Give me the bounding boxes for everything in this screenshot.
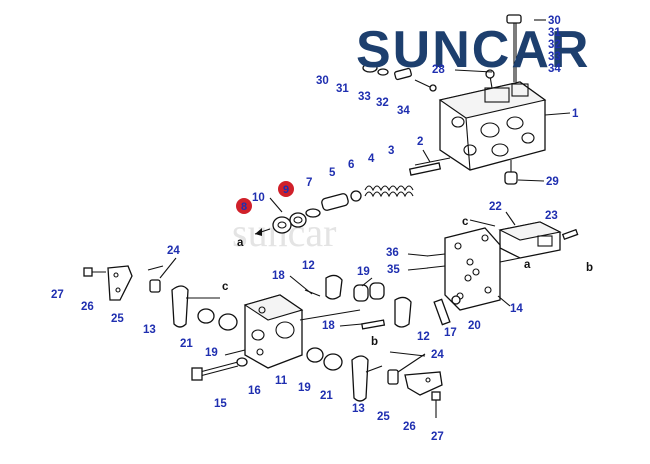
callout-12-lower: 12 bbox=[417, 331, 430, 343]
callout-26-lower: 26 bbox=[403, 421, 416, 433]
callout-26-left: 26 bbox=[81, 301, 94, 313]
callout-30: 30 bbox=[316, 75, 329, 87]
callout-6: 6 bbox=[348, 159, 354, 171]
callout-27-lower: 27 bbox=[431, 431, 444, 443]
callout-7: 7 bbox=[306, 177, 312, 189]
callout-30-top: 30 bbox=[548, 15, 561, 27]
valve-body bbox=[438, 69, 547, 171]
callout-1: 1 bbox=[572, 108, 579, 120]
callout-12-upper: 12 bbox=[302, 260, 315, 272]
callout-33: 33 bbox=[358, 91, 371, 103]
callout-9-badge bbox=[278, 181, 294, 197]
leader-lines bbox=[159, 19, 571, 373]
solenoid-valve-22 bbox=[469, 219, 579, 259]
callout-22: 22 bbox=[489, 201, 502, 213]
callout-9: 9 bbox=[283, 184, 289, 196]
callout-21-left: 21 bbox=[180, 338, 193, 350]
callout-24-lower: 24 bbox=[431, 349, 444, 361]
callout-15: 15 bbox=[214, 398, 227, 410]
callout-18-upper: 18 bbox=[272, 270, 285, 282]
callout-10: 10 bbox=[252, 192, 265, 204]
callout-21-lower: 21 bbox=[320, 390, 333, 402]
callout-13-lower: 13 bbox=[352, 403, 365, 415]
callout-3: 3 bbox=[388, 145, 394, 157]
callout-19-upper: 19 bbox=[357, 266, 370, 278]
callout-18-lower: 18 bbox=[322, 320, 335, 332]
callout-5: 5 bbox=[329, 167, 336, 179]
lever-parts-12-19 bbox=[299, 274, 412, 330]
callout-27-left: 27 bbox=[51, 289, 64, 301]
callout-16: 16 bbox=[248, 385, 261, 397]
lever-assembly-right bbox=[306, 347, 443, 418]
bolt-15 bbox=[191, 357, 248, 381]
callout-34: 34 bbox=[397, 105, 410, 117]
callout-33-top: 33 bbox=[548, 51, 561, 63]
callout-11: 11 bbox=[275, 375, 288, 387]
callout-labels: 30 31 32 33 34 30 31 33 32 34 28 1 2 3 4… bbox=[51, 15, 579, 443]
callout-13-left: 13 bbox=[143, 324, 156, 336]
letter-markers: a c c a b b bbox=[222, 216, 593, 348]
callout-31: 31 bbox=[336, 83, 349, 95]
callout-4: 4 bbox=[368, 153, 375, 165]
callout-31-top: 31 bbox=[548, 27, 561, 39]
letter-a-spool: a bbox=[237, 237, 244, 249]
callout-28: 28 bbox=[432, 64, 445, 76]
letter-b-lower: b bbox=[371, 336, 378, 348]
callout-20: 20 bbox=[468, 320, 481, 332]
callout-19-lower: 19 bbox=[298, 382, 311, 394]
callout-17: 17 bbox=[444, 327, 457, 339]
callout-2: 2 bbox=[417, 136, 423, 148]
cover-plate-14 bbox=[426, 227, 521, 311]
top-cap-stack bbox=[506, 14, 522, 82]
callout-32-top: 32 bbox=[548, 39, 561, 51]
highlighted-callouts: 8 9 bbox=[236, 181, 294, 214]
bolt-17 bbox=[433, 295, 461, 326]
letter-c-left: c bbox=[222, 281, 229, 293]
callout-29: 29 bbox=[546, 176, 559, 188]
brand-logo-text: SUNCAR bbox=[356, 21, 590, 79]
callout-8-badge bbox=[236, 198, 252, 214]
callout-25-lower: 25 bbox=[377, 411, 390, 423]
callout-14: 14 bbox=[510, 303, 523, 315]
callout-36: 36 bbox=[386, 247, 399, 259]
letter-a-plate: a bbox=[524, 259, 531, 271]
letter-b-solenoid: b bbox=[586, 262, 593, 274]
letter-c-upper: c bbox=[462, 216, 469, 228]
lever-assembly-left bbox=[83, 265, 238, 331]
callout-19-left: 19 bbox=[205, 347, 218, 359]
callout-25-left: 25 bbox=[111, 313, 124, 325]
callout-35: 35 bbox=[387, 264, 400, 276]
callout-8: 8 bbox=[241, 201, 247, 213]
lever-housing-11 bbox=[224, 294, 304, 369]
callout-24-left: 24 bbox=[167, 245, 180, 257]
small-parts-30-34 bbox=[362, 63, 437, 92]
spool-assembly bbox=[254, 157, 451, 236]
callout-34-top: 34 bbox=[548, 63, 561, 75]
callout-23: 23 bbox=[545, 210, 558, 222]
brand-logo: SUNCAR bbox=[356, 21, 590, 79]
callout-32: 32 bbox=[376, 97, 389, 109]
plug-29 bbox=[504, 160, 518, 185]
